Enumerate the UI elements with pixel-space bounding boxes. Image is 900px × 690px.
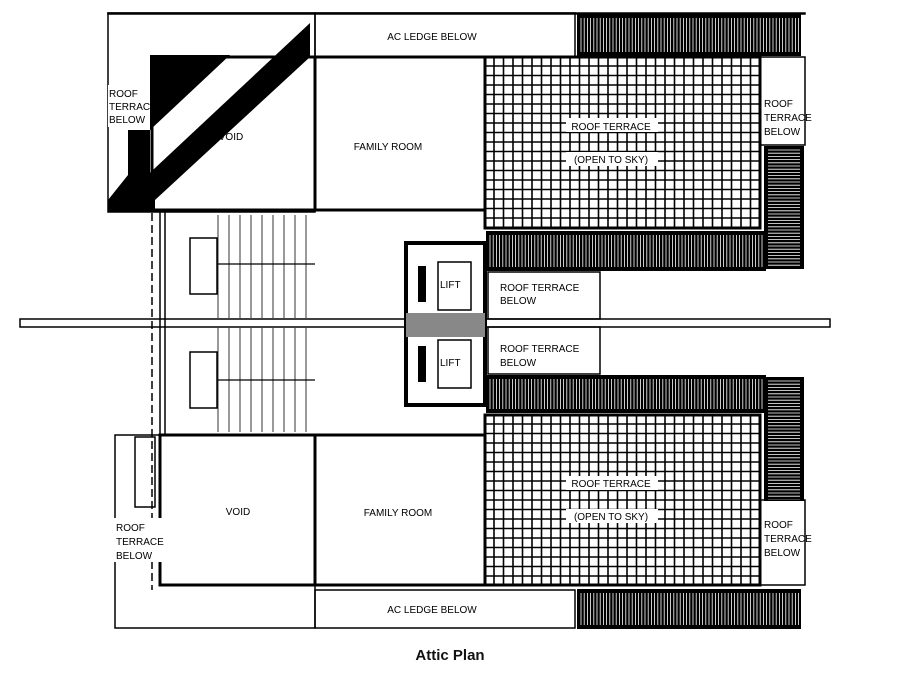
svg-text:(OPEN TO SKY): (OPEN TO SKY) bbox=[574, 155, 648, 166]
svg-text:TERRACE: TERRACE bbox=[109, 102, 157, 113]
hatched-ledge bbox=[486, 375, 766, 413]
terrace-grid bbox=[483, 55, 762, 587]
family-room-bottom-label: FAMILY ROOM bbox=[364, 508, 433, 519]
lift-top-label: LIFT bbox=[440, 280, 461, 291]
roof-terrace-top-label: ROOF TERRACE (OPEN TO SKY) bbox=[566, 118, 658, 166]
svg-text:ROOF TERRACE: ROOF TERRACE bbox=[571, 122, 651, 133]
svg-text:TERRACE: TERRACE bbox=[764, 113, 812, 124]
svg-text:BELOW: BELOW bbox=[764, 548, 801, 559]
void-bottom-label: VOID bbox=[226, 507, 250, 518]
roof-terrace-below-left-top: ROOF TERRACE BELOW bbox=[108, 85, 157, 127]
svg-text:ROOF: ROOF bbox=[109, 89, 138, 100]
void-hatch-block bbox=[108, 55, 230, 212]
svg-text:ROOF: ROOF bbox=[764, 520, 793, 531]
roof-terrace-below-mid-bottom: ROOF TERRACE bbox=[500, 344, 580, 355]
family-room-top-label: FAMILY ROOM bbox=[354, 142, 423, 153]
plan-caption: Attic Plan bbox=[415, 647, 485, 664]
svg-text:TERRACE: TERRACE bbox=[116, 537, 164, 548]
staircase bbox=[189, 215, 315, 432]
svg-text:BELOW: BELOW bbox=[764, 127, 801, 138]
roof-terrace-bottom-label: ROOF TERRACE (OPEN TO SKY) bbox=[566, 476, 658, 523]
ac-ledge-top-label: AC LEDGE BELOW bbox=[387, 32, 477, 43]
void-top-label: VOID bbox=[219, 132, 243, 143]
svg-text:ROOF: ROOF bbox=[764, 99, 793, 110]
below-label: BELOW bbox=[500, 358, 537, 369]
lift-bottom-label: LIFT bbox=[440, 358, 461, 369]
svg-text:ROOF TERRACE: ROOF TERRACE bbox=[571, 479, 651, 490]
svg-text:BELOW: BELOW bbox=[116, 551, 153, 562]
lift-core bbox=[404, 241, 487, 407]
svg-text:(OPEN TO SKY): (OPEN TO SKY) bbox=[574, 512, 648, 523]
roof-terrace-below-right-bottom: ROOF TERRACE BELOW bbox=[764, 520, 812, 559]
hatched-ledge bbox=[486, 231, 766, 271]
svg-text:ROOF: ROOF bbox=[116, 523, 145, 534]
roof-terrace-below-left-bottom: ROOF TERRACE BELOW bbox=[114, 518, 164, 562]
roof-terrace-below-right-top: ROOF TERRACE BELOW bbox=[764, 99, 812, 138]
ledge-hatching bbox=[486, 14, 804, 629]
roof-terrace-below-mid-top: ROOF TERRACE bbox=[500, 283, 580, 294]
ac-ledge-bottom-label: AC LEDGE BELOW bbox=[387, 605, 477, 616]
svg-text:TERRACE: TERRACE bbox=[764, 534, 812, 545]
svg-text:BELOW: BELOW bbox=[109, 115, 146, 126]
void-hatch-triangle bbox=[108, 23, 310, 212]
below-label: BELOW bbox=[500, 296, 537, 307]
